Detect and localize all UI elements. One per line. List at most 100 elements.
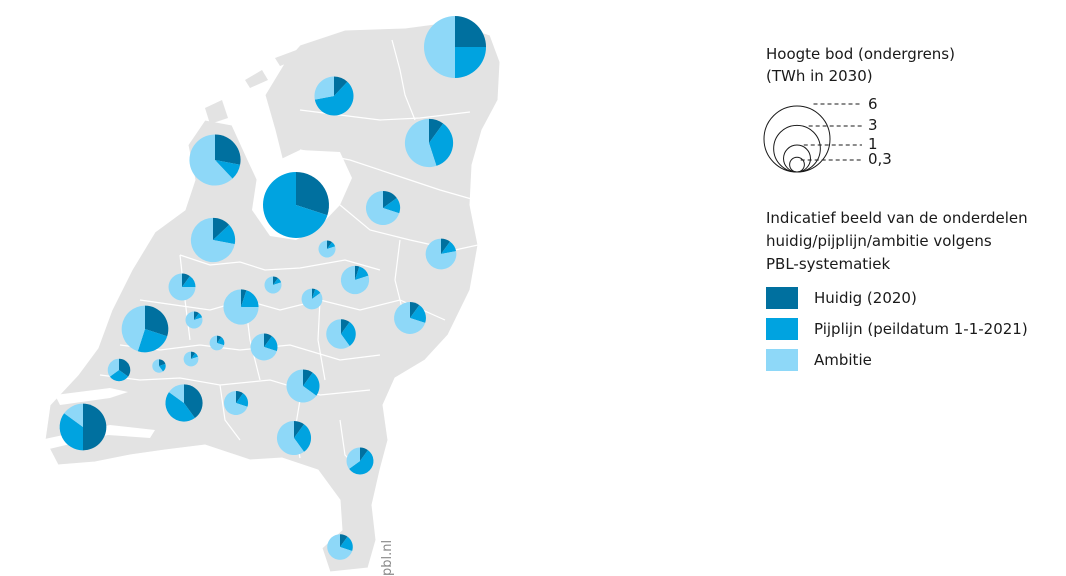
pie-slice-pijplijn bbox=[217, 337, 225, 346]
pie-slice-pijplijn bbox=[341, 322, 356, 346]
pie-slice-pijplijn bbox=[194, 313, 203, 320]
pie-slice-ambitie bbox=[121, 305, 145, 352]
pie-slice-huidig bbox=[191, 351, 196, 359]
pie-u16 bbox=[223, 289, 259, 325]
pie-slice-huidig bbox=[184, 384, 203, 419]
pie-groningen bbox=[423, 15, 487, 79]
pie-slice-pijplijn bbox=[455, 47, 487, 79]
pie-cleantech bbox=[340, 265, 370, 295]
pie-slice-ambitie bbox=[346, 447, 360, 469]
pie-slice-pijplijn bbox=[314, 81, 354, 116]
size-circle-0-3 bbox=[789, 156, 805, 173]
pie-slice-ambitie bbox=[250, 333, 277, 361]
pie-twente bbox=[425, 238, 457, 270]
pie-drechtsteden bbox=[209, 335, 225, 351]
pie-noord-en-midden-limburg bbox=[346, 447, 374, 475]
pie-slice-huidig bbox=[119, 358, 131, 377]
watermark-text: pbl.nl bbox=[380, 539, 395, 576]
island-vlieland bbox=[245, 70, 268, 88]
pie-slice-pijplijn bbox=[340, 536, 353, 551]
pie-slice-huidig bbox=[215, 134, 241, 165]
size-circle-6 bbox=[763, 105, 831, 173]
pie-slice-pijplijn bbox=[213, 224, 236, 245]
pie-slice-pijplijn bbox=[273, 278, 282, 285]
pie-slice-huidig bbox=[159, 359, 166, 366]
pie-slice-huidig bbox=[327, 240, 333, 249]
pie-slice-ambitie bbox=[168, 273, 196, 301]
pie-holland-rijnland bbox=[168, 273, 196, 301]
pie-slice-pijplijn bbox=[355, 266, 369, 280]
pie-slice-pijplijn bbox=[441, 241, 457, 254]
pie-slice-pijplijn bbox=[383, 197, 401, 214]
pie-zeeland bbox=[59, 403, 107, 451]
huidig-label: Huidig (2020) bbox=[814, 289, 917, 307]
oosterschelde bbox=[55, 388, 128, 405]
pie-slice-pijplijn bbox=[410, 305, 426, 323]
pie-slice-huidig bbox=[217, 335, 222, 343]
pie-slice-pijplijn bbox=[241, 290, 259, 307]
pie-slice-huidig bbox=[236, 390, 244, 403]
land-shape bbox=[40, 21, 501, 573]
pie-slice-huidig bbox=[455, 15, 487, 48]
pie-slice-huidig bbox=[296, 172, 329, 216]
pie-slice-huidig bbox=[312, 288, 316, 299]
pie-metropoolregio-eindhoven bbox=[276, 420, 312, 456]
pie-foodvalley bbox=[264, 276, 282, 294]
pie-slice-pijplijn bbox=[262, 172, 328, 238]
pie-west-brabant bbox=[165, 384, 203, 422]
pie-slice-huidig bbox=[429, 118, 444, 143]
pie-slice-ambitie bbox=[152, 359, 163, 373]
pie-slice-pijplijn bbox=[264, 336, 278, 352]
pie-slice-ambitie bbox=[327, 534, 353, 560]
pie-slice-ambitie bbox=[286, 369, 317, 403]
pie-slice-huidig bbox=[213, 217, 230, 240]
pie-slice-pijplijn bbox=[165, 392, 195, 422]
island-terschelling bbox=[275, 42, 322, 66]
island-texel bbox=[205, 100, 228, 124]
pie-slice-ambitie bbox=[425, 238, 457, 270]
size-label-1: 1 bbox=[868, 135, 878, 153]
size-legend bbox=[763, 103, 862, 173]
pie-hart-van-brabant bbox=[223, 390, 249, 416]
pie-slice-huidig bbox=[360, 447, 368, 461]
pie-slice-ambitie bbox=[404, 118, 437, 168]
pie-slice-huidig bbox=[341, 319, 350, 334]
pie-slice-pijplijn bbox=[109, 370, 129, 382]
pie-rivierenland bbox=[250, 333, 278, 361]
pie-slice-pijplijn bbox=[349, 450, 374, 475]
pie-slice-huidig bbox=[441, 238, 451, 254]
pie-slice-ambitie bbox=[314, 76, 334, 100]
pie-regio-arnhem-nijmegen bbox=[394, 302, 426, 334]
pie-slice-pijplijn bbox=[236, 393, 249, 407]
pie-hoeksche-waard bbox=[152, 359, 166, 373]
country-outline bbox=[44, 21, 501, 573]
pie-slice-pijplijn bbox=[137, 329, 168, 353]
pijplijn-label: Pijplijn (peildatum 1-1-2021) bbox=[814, 320, 1028, 338]
watermark: pbl.nl bbox=[372, 530, 412, 576]
pie-slice-pijplijn bbox=[294, 424, 312, 452]
pie-slice-ambitie bbox=[64, 403, 83, 427]
pie-slice-ambitie bbox=[423, 15, 455, 79]
pie-slice-pijplijn bbox=[429, 123, 454, 166]
pie-slice-huidig bbox=[334, 76, 348, 96]
pie-midden-holland bbox=[185, 311, 203, 329]
pie-slice-huidig bbox=[410, 302, 420, 318]
pie-flevoland bbox=[262, 172, 329, 238]
pie-slice-ambitie bbox=[326, 319, 350, 349]
pie-regio-amersfoort bbox=[318, 240, 336, 258]
pie-slice-ambitie bbox=[223, 390, 248, 416]
pie-slice-ambitie bbox=[340, 265, 370, 295]
category-legend-title-3: PBL-systematiek bbox=[766, 255, 891, 273]
pie-noord-friesland bbox=[314, 76, 354, 116]
pie-goeree-overflakkee bbox=[107, 358, 131, 382]
pie-alblasserwaard bbox=[183, 351, 199, 367]
pie-slice-pijplijn bbox=[182, 276, 196, 287]
size-legend-subtitle: (TWh in 2030) bbox=[766, 67, 873, 85]
pie-slice-huidig bbox=[145, 305, 169, 337]
pie-slice-ambitie bbox=[168, 384, 184, 403]
size-legend-title: Hoogte bod (ondergrens) bbox=[766, 45, 955, 63]
pie-slice-ambitie bbox=[189, 134, 233, 186]
pie-slice-ambitie bbox=[301, 288, 323, 310]
pie-achterhoek bbox=[326, 319, 356, 349]
